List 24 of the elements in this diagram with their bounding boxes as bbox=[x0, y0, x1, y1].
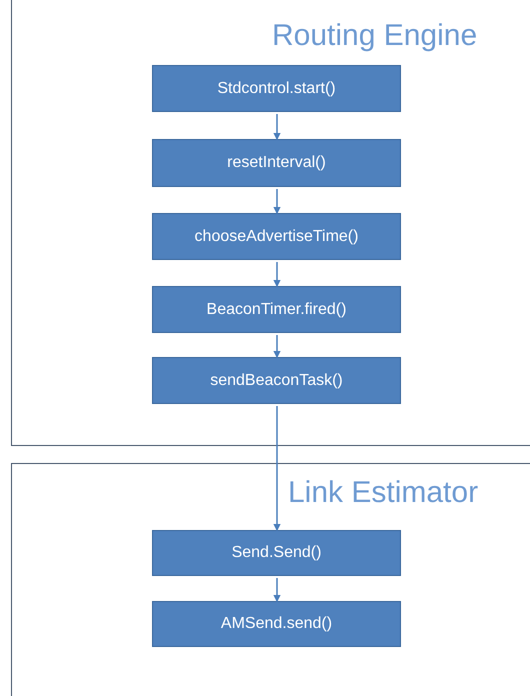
process-box bbox=[152, 65, 401, 112]
arrow bbox=[273, 406, 281, 532]
group-frame bbox=[11, 0, 530, 446]
process-box bbox=[152, 213, 401, 260]
group-frame bbox=[11, 463, 530, 696]
box-label: chooseAdvertiseTime() bbox=[194, 228, 358, 246]
arrow bbox=[273, 335, 281, 358]
process-box bbox=[152, 357, 401, 404]
process-box bbox=[152, 601, 401, 647]
group-title: Link Estimator bbox=[288, 476, 478, 510]
arrow bbox=[273, 578, 281, 602]
box-label: AMSend.send() bbox=[220, 615, 332, 633]
box-label: Stdcontrol.start() bbox=[217, 80, 336, 98]
box-label: Send.Send() bbox=[232, 544, 322, 562]
process-box bbox=[152, 139, 401, 187]
process-box bbox=[152, 530, 401, 576]
box-label: BeaconTimer.fired() bbox=[206, 300, 346, 318]
process-box bbox=[152, 286, 401, 333]
arrow bbox=[273, 114, 281, 140]
arrow bbox=[273, 262, 281, 288]
arrow bbox=[273, 189, 281, 214]
box-label: resetInterval() bbox=[227, 154, 326, 172]
box-label: sendBeaconTask() bbox=[210, 372, 343, 390]
group-title: Routing Engine bbox=[272, 19, 478, 53]
